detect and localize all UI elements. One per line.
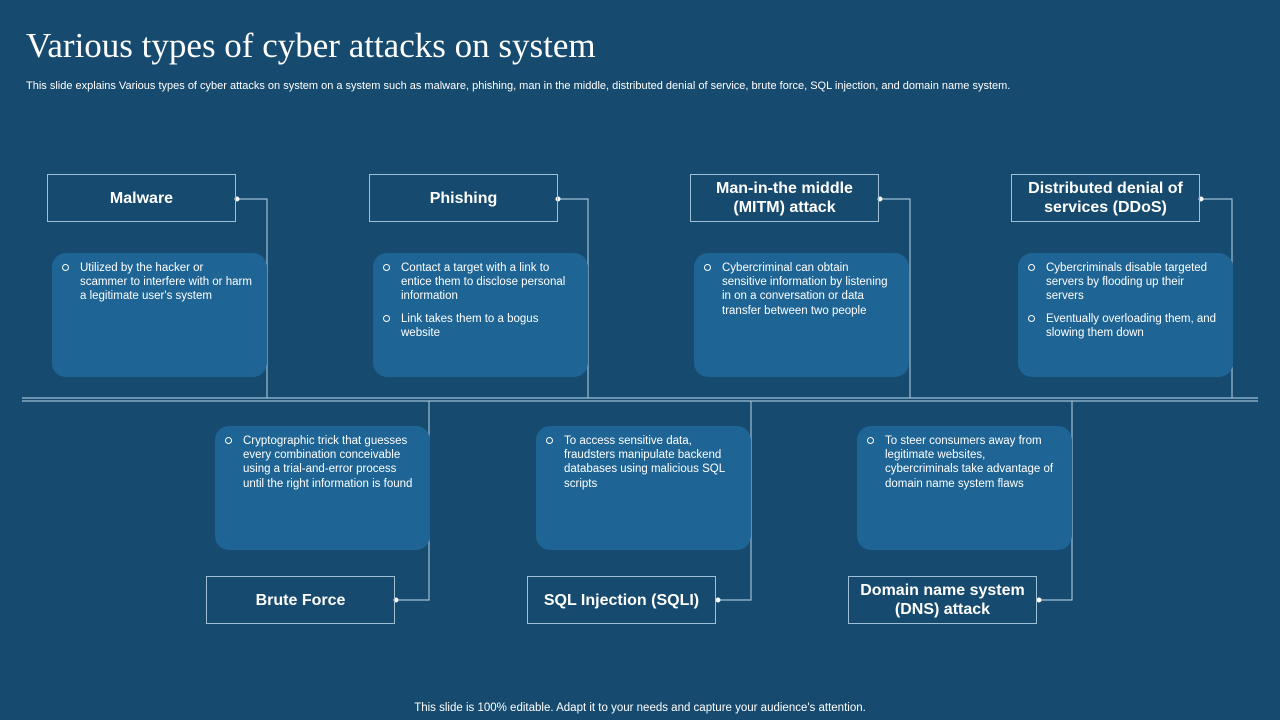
connector-malware (237, 198, 268, 398)
card-malware: Utilized by the hacker or scammer to int… (52, 253, 267, 377)
label-sqli: SQL Injection (SQLI) (527, 576, 716, 624)
circle-bullet-icon (1028, 264, 1035, 271)
circle-bullet-icon (867, 437, 874, 444)
circle-bullet-icon (383, 264, 390, 271)
connector-mitm (880, 198, 911, 398)
card-point: Cryptographic trick that guesses every c… (225, 434, 416, 491)
label-dns: Domain name system (DNS) attack (848, 576, 1037, 624)
slide-title: Various types of cyber attacks on system (26, 26, 596, 65)
card-point-text: To steer consumers away from legitimate … (885, 435, 1054, 490)
connector-dot-phishing (555, 196, 561, 202)
card-point-text: To access sensitive data, fraudsters man… (564, 435, 725, 490)
card-point-text: Utilized by the hacker or scammer to int… (80, 262, 252, 303)
connector-dns (1039, 401, 1073, 601)
card-point-text: Link takes them to a bogus website (401, 312, 539, 339)
label-ddos: Distributed denial of services (DDoS) (1011, 174, 1200, 222)
circle-bullet-icon (225, 437, 232, 444)
card-dns: To steer consumers away from legitimate … (857, 426, 1072, 550)
card-point: Cybercriminals disable targeted servers … (1028, 261, 1219, 304)
label-phishing: Phishing (369, 174, 558, 222)
card-point-text: Cybercriminal can obtain sensitive infor… (722, 262, 888, 317)
circle-bullet-icon (1028, 314, 1035, 322)
card-point: To steer consumers away from legitimate … (867, 434, 1058, 491)
circle-bullet-icon (62, 264, 69, 271)
label-brute-force: Brute Force (206, 576, 395, 624)
card-phishing: Contact a target with a link to entice t… (373, 253, 588, 377)
circle-bullet-icon (383, 314, 390, 322)
slide-subtitle: This slide explains Various types of cyb… (26, 80, 1011, 92)
card-point: Cybercriminal can obtain sensitive infor… (704, 261, 895, 318)
card-point-text: Eventually overloading them, and slowing… (1046, 312, 1217, 339)
card-point-text: Cryptographic trick that guesses every c… (243, 435, 413, 490)
card-mitm: Cybercriminal can obtain sensitive infor… (694, 253, 909, 377)
card-point: Eventually overloading them, and slowing… (1028, 312, 1219, 340)
connector-sqli (718, 401, 752, 601)
connector-dot-dns (1036, 597, 1042, 603)
card-point: To access sensitive data, fraudsters man… (546, 434, 737, 491)
card-ddos: Cybercriminals disable targeted servers … (1018, 253, 1233, 377)
label-malware: Malware (47, 174, 236, 222)
slide-footer: This slide is 100% editable. Adapt it to… (414, 702, 866, 714)
card-sqli: To access sensitive data, fraudsters man… (536, 426, 751, 550)
card-point: Contact a target with a link to entice t… (383, 261, 574, 304)
card-point: Link takes them to a bogus website (383, 312, 574, 340)
card-point-text: Cybercriminals disable targeted servers … (1046, 262, 1208, 303)
circle-bullet-icon (704, 264, 711, 271)
circle-bullet-icon (546, 437, 553, 444)
connector-dot-sqli (715, 597, 721, 603)
card-point: Utilized by the hacker or scammer to int… (62, 261, 253, 304)
card-brute-force: Cryptographic trick that guesses every c… (215, 426, 430, 550)
connector-phishing (558, 198, 589, 398)
card-point-text: Contact a target with a link to entice t… (401, 262, 566, 303)
label-mitm: Man-in-the middle (MITM) attack (690, 174, 879, 222)
